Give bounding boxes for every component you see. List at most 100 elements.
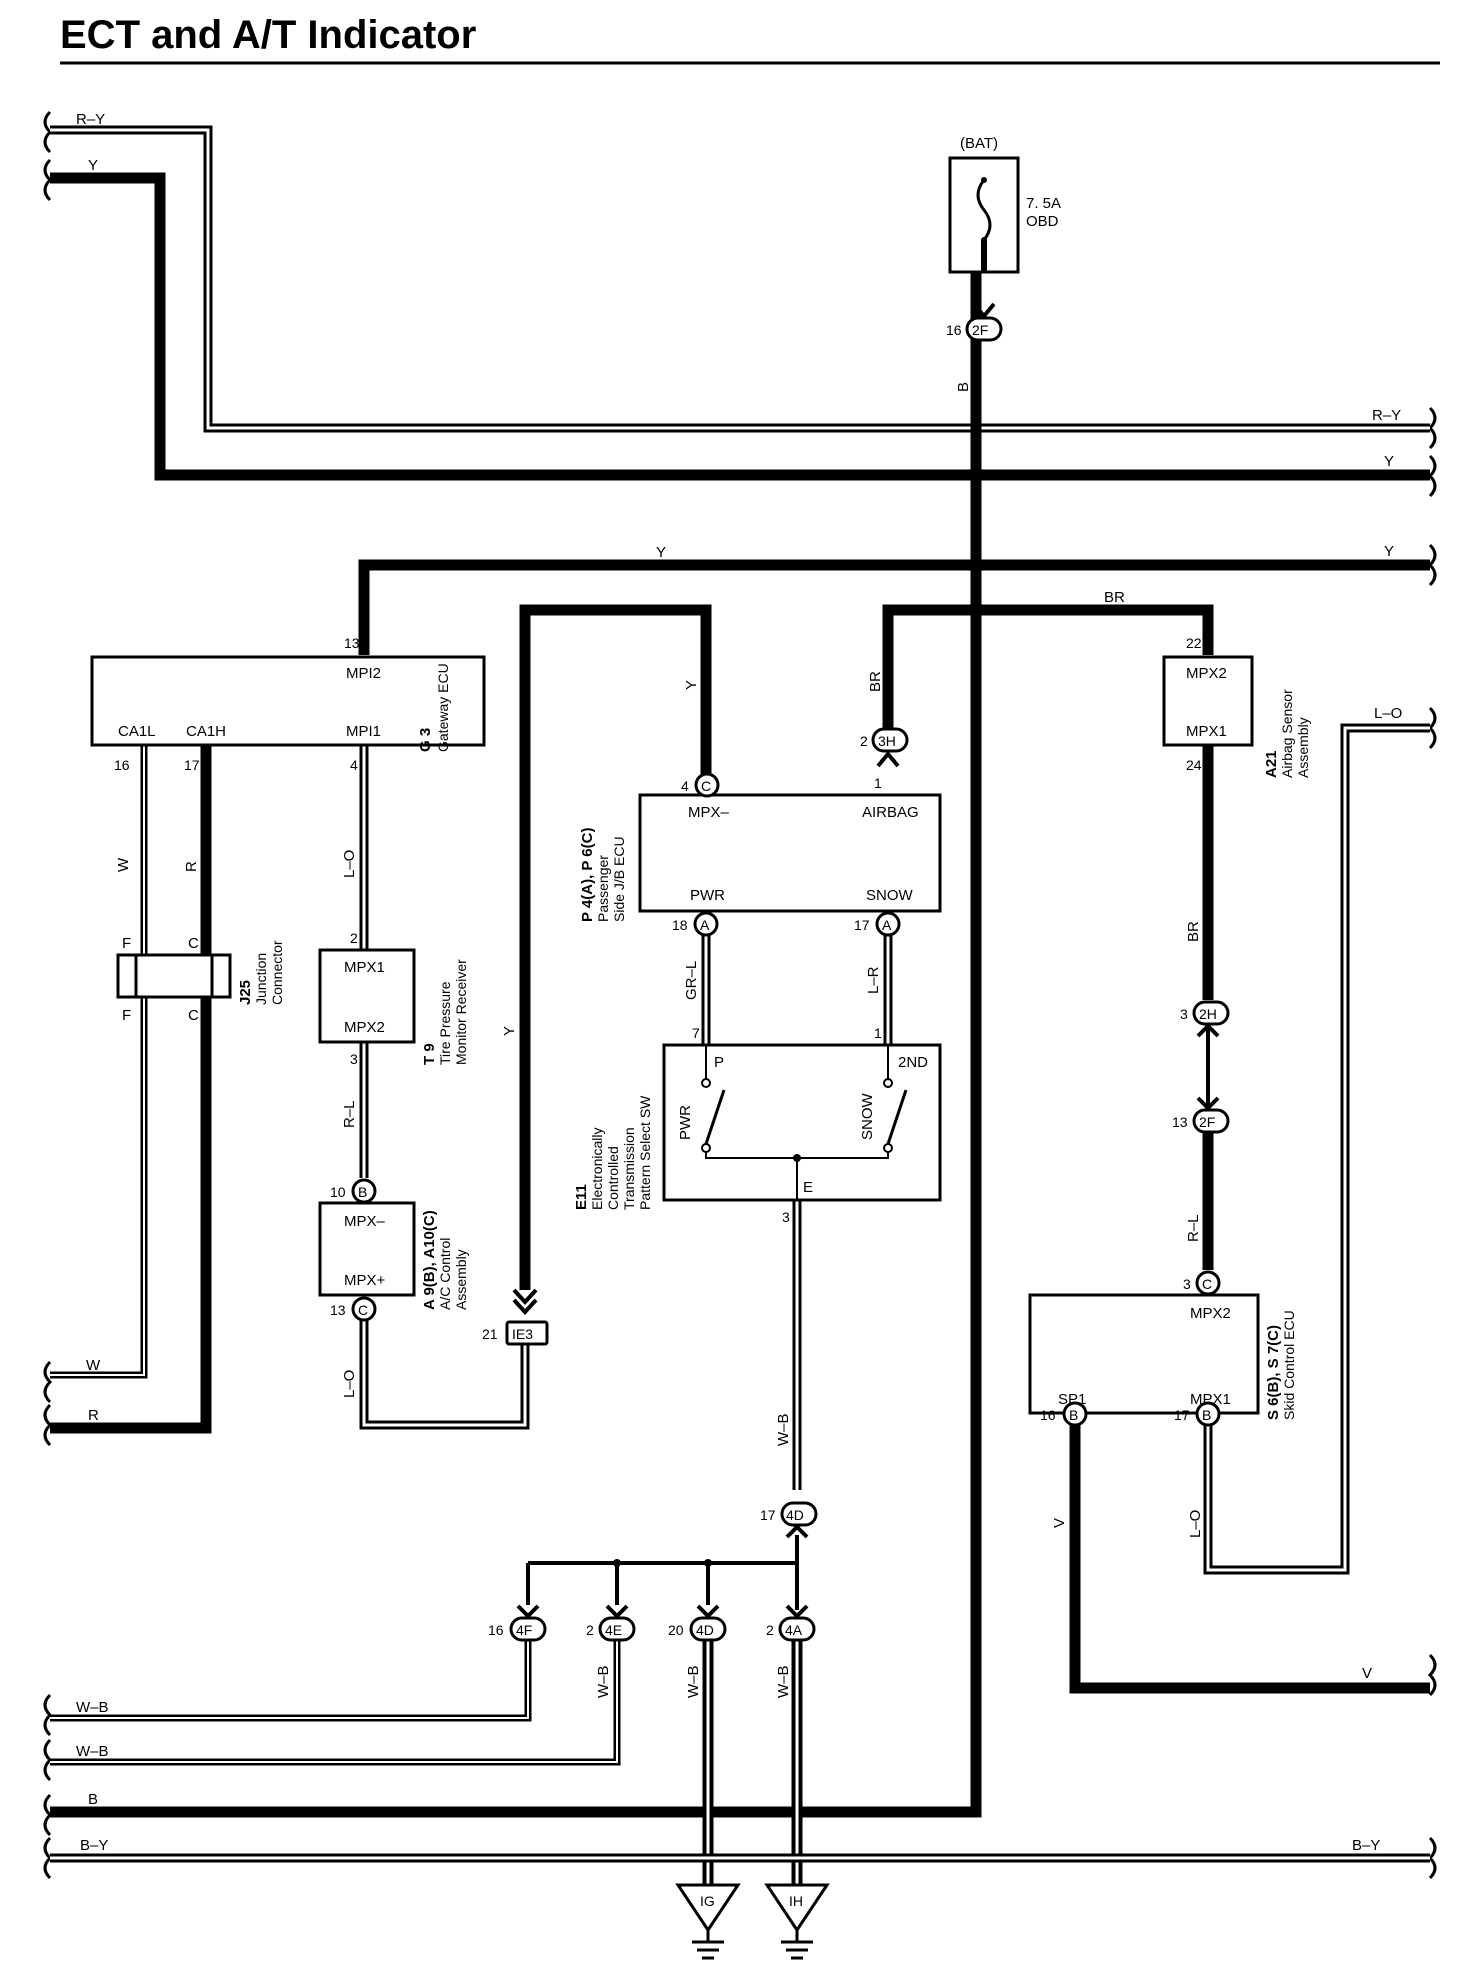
bus-right-v: V [1362, 1665, 1372, 1682]
bus-left-w: W [86, 1357, 101, 1374]
c3h-id: 3H [878, 733, 896, 749]
ac-control-assembly: MPX– MPX+ A 9(B), A10(C) A/C Control Ass… [318, 1201, 469, 1310]
wire-v: V [1051, 1518, 1068, 1528]
a21-name1: Airbag Sensor [1279, 689, 1295, 778]
e11-id: E11 [573, 1184, 590, 1210]
ground-ig-label: IG [700, 1893, 715, 1909]
wire-y-p4: Y [683, 680, 700, 690]
wire-l-o-a: L–O [341, 850, 358, 878]
c2h-pin: 3 [1180, 1006, 1188, 1022]
t9-name2: Monitor Receiver [453, 959, 469, 1065]
fuse-obd: (BAT) 7. 5A OBD [948, 135, 1061, 274]
p4-airbag: AIRBAG [862, 804, 919, 821]
cp4a2-id: A [882, 917, 892, 933]
skid-control-ecu: MPX2 SP1 MPX1 S 6(B), S 7(C) Skid Contro… [1028, 1293, 1297, 1420]
cs6b2-id: B [1202, 1407, 1211, 1423]
s6-mpx2: MPX2 [1190, 1305, 1231, 1322]
page-title: ECT and A/T Indicator [60, 13, 476, 57]
bus-right-r-y: R–Y [1372, 407, 1401, 424]
p4-id: P 4(A), P 6(C) [579, 828, 596, 922]
fuse-rating: 7. 5A [1026, 195, 1061, 212]
s6-mpx1: MPX1 [1190, 1391, 1231, 1408]
pattern-select-switch: P 2ND E PWR SNOW E11 Electronically Cont… [573, 1043, 942, 1210]
c3h-pin: 2 [860, 733, 868, 749]
a9-mpx-minus: MPX– [344, 1213, 386, 1230]
a9-id: A 9(B), A10(C) [421, 1210, 438, 1310]
pin-t9-3: 3 [350, 1051, 358, 1067]
c4d-top-id: 4D [786, 1507, 804, 1523]
gateway-ecu: MPI2 CA1L CA1H MPI1 G 3 Gateway ECU [90, 655, 486, 752]
cp4a1-id: A [700, 917, 710, 933]
pin-a21-24: 24 [1186, 757, 1202, 773]
s6-name: Skid Control ECU [1281, 1310, 1297, 1420]
pin-e11-1: 1 [874, 1025, 882, 1041]
right-edge-breaks [1427, 406, 1437, 1880]
e11-name4: Pattern Select SW [637, 1095, 653, 1210]
cie3-id: IE3 [512, 1326, 533, 1342]
p4-mpx-minus: MPX– [688, 804, 730, 821]
wire-l-o-b: L–O [341, 1370, 358, 1398]
c4e-pin: 2 [586, 1622, 594, 1638]
a21-name2: Assembly [1295, 717, 1311, 778]
pin-g3-13: 13 [344, 635, 360, 651]
wire-gr-l: GR–L [683, 961, 700, 1000]
j25-f-bot: F [122, 1007, 131, 1024]
cp4a2-pin: 17 [854, 917, 870, 933]
bus-left-y: Y [88, 157, 98, 174]
s6-id: S 6(B), S 7(C) [1265, 1325, 1282, 1420]
wire-r-l-a: R–L [341, 1100, 358, 1128]
p4-name1: Passenger [595, 855, 611, 922]
wire-y-top: Y [656, 544, 666, 561]
ground-ih-label: IH [789, 1893, 803, 1909]
ground-ig: IG [675, 1883, 741, 1960]
a21-id: A21 [1263, 750, 1280, 778]
c4d-bot-id: 4D [696, 1622, 714, 1638]
c4f-pin: 16 [488, 1622, 504, 1638]
pin-g3-16: 16 [114, 757, 130, 773]
c4a-id: 4A [785, 1622, 803, 1638]
pin-numbers: 13 16 17 4 2 3 1 7 1 3 22 24 [114, 635, 1202, 1225]
c4f-id: 4F [516, 1622, 532, 1638]
ca9b-pin: 10 [330, 1184, 346, 1200]
bus-right-b-y: B–Y [1352, 1837, 1380, 1854]
t9-mpx1: MPX1 [344, 959, 385, 976]
wire-br-top: BR [1104, 589, 1125, 606]
e11-p: P [714, 1054, 724, 1071]
j25-name1: Junction [253, 953, 269, 1005]
j25-f-top: F [122, 935, 131, 952]
c2f-top-pin: 16 [946, 322, 962, 338]
c4d-top-pin: 17 [760, 1507, 776, 1523]
e11-pwr: PWR [677, 1105, 694, 1140]
cie3-pin: 21 [482, 1326, 498, 1342]
cs6b1-id: B [1069, 1407, 1078, 1423]
wire-b-fuse: B [955, 382, 972, 392]
cs7c-pin: 3 [1183, 1276, 1191, 1292]
wire-w-b-4a: W–B [775, 1665, 792, 1698]
wire-br-a21: BR [1185, 921, 1202, 942]
wire-br-3h: BR [867, 671, 884, 692]
a21-mpx2: MPX2 [1186, 665, 1227, 682]
pin-t9-2: 2 [350, 930, 358, 946]
a9-name1: A/C Control [437, 1238, 453, 1310]
g3-mpi2: MPI2 [346, 665, 381, 682]
wire-w-b-4f: W–B [595, 1665, 612, 1698]
j25-c-top: C [188, 935, 199, 952]
cs6b2-pin: 17 [1174, 1407, 1190, 1423]
e11-name2: Controlled [605, 1146, 621, 1210]
bus-labels: R–Y Y W R W–B W–B B B–Y R–Y Y Y L–O V B–… [76, 111, 1402, 1854]
e11-2nd: 2ND [898, 1054, 928, 1071]
bus-left-r: R [88, 1407, 99, 1424]
e11-name3: Transmission [621, 1127, 637, 1210]
passenger-side-jb-ecu: MPX– AIRBAG PWR SNOW P 4(A), P 6(C) Pass… [579, 793, 942, 922]
bus-right-l-o: L–O [1374, 705, 1402, 722]
t9-name1: Tire Pressure [437, 981, 453, 1065]
a9-mpx-plus: MPX+ [344, 1272, 386, 1289]
g3-id: G 3 [417, 728, 434, 752]
tire-pressure-monitor-receiver: MPX1 MPX2 T 9 Tire Pressure Monitor Rece… [318, 948, 469, 1065]
junction-connector-j25: F C F C J25 Junction Connector [116, 935, 285, 1024]
bus-left-w-b-2: W–B [76, 1743, 109, 1760]
airbag-sensor-assembly: MPX2 MPX1 A21 Airbag Sensor Assembly [1162, 655, 1311, 778]
c4e-id: 4E [605, 1622, 622, 1638]
cp4c-id: C [701, 778, 711, 794]
